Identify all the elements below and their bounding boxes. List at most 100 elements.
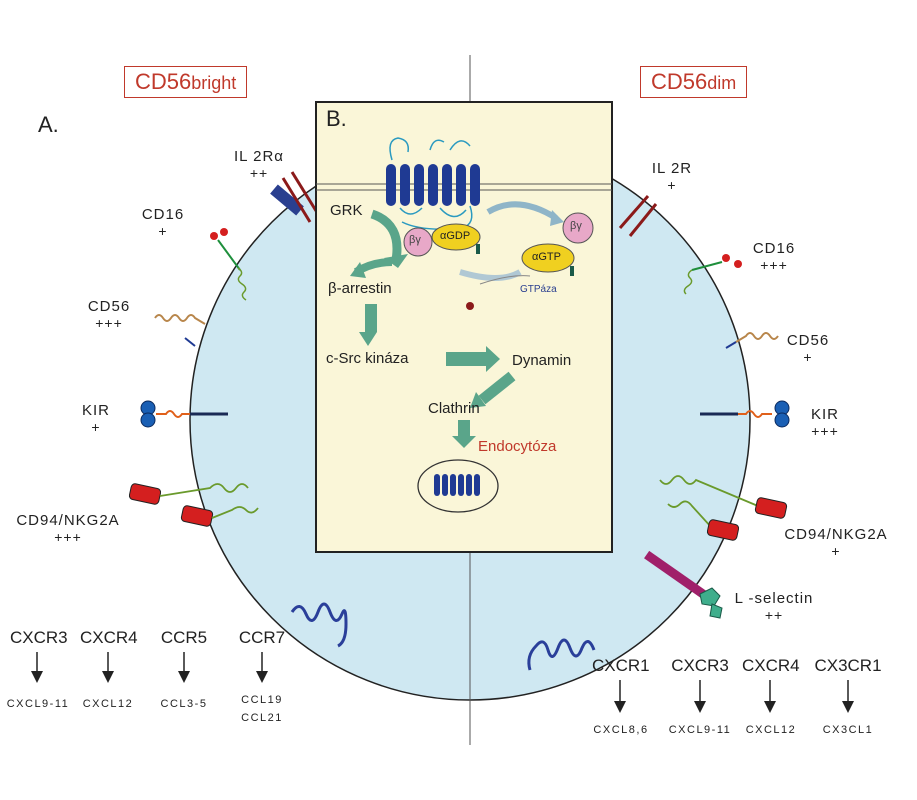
- il2r-alpha-receptor-left: [270, 171, 320, 223]
- cd94-nkg2a-receptor-left: [128, 483, 259, 527]
- chemokine-receptor-right-2: CXCR3: [671, 656, 729, 675]
- cd56-receptor-right: [725, 332, 779, 349]
- marker-cd94-left: CD94/NKG2A +++: [8, 512, 128, 545]
- marker-level: +++: [95, 315, 123, 331]
- marker-name: KIR: [81, 402, 110, 419]
- beta-gamma-subunit: [403, 227, 433, 257]
- label-dynamin: Dynamin: [512, 352, 572, 369]
- chemokine-receptor-right-1: CXCR1: [592, 656, 650, 675]
- label-clathrin: Clathrin: [428, 400, 480, 417]
- chemokine-ligand-left-4b: CCL21: [241, 712, 283, 724]
- label-endocytosis: Endocytóza: [478, 438, 557, 455]
- chemokine-receptor-right-3: CXCR4: [742, 656, 800, 675]
- marker-l-selectin: L -selectin ++: [728, 590, 820, 623]
- cd56-dim-title: CD56dim: [640, 66, 748, 98]
- marker-cd56-right: CD56 +: [776, 332, 840, 365]
- grk-arrow: [370, 209, 402, 261]
- marker-level: ++: [249, 165, 269, 181]
- alpha-gdp-subunit: [431, 223, 481, 251]
- marker-name: CD94/NKG2A: [16, 512, 120, 529]
- marker-name: IL 2Rα: [234, 148, 284, 165]
- marker-cd16-left: CD16 +: [136, 206, 190, 239]
- marker-cd16-right: CD16 +++: [742, 240, 806, 273]
- chemokine-ligand-right-4: CX3CL1: [822, 724, 874, 736]
- marker-name: KIR: [810, 406, 839, 423]
- label-c-src: c-Src kináza: [326, 350, 409, 367]
- cd56-receptor-left: [154, 314, 206, 347]
- label-alpha-gtp: αGTP: [532, 251, 561, 263]
- kir-receptor-left: [140, 400, 228, 428]
- marker-level: +: [158, 223, 168, 239]
- marker-kir-right: KIR +++: [800, 406, 850, 439]
- marker-name: CD56: [87, 298, 131, 315]
- chemokine-ligand-right-1: CXCL8,6: [593, 724, 649, 736]
- marker-level: +: [831, 543, 841, 559]
- chemokine-receptor-left-2: CXCR4: [80, 628, 138, 647]
- label-beta-gamma: βγ: [409, 234, 421, 246]
- right-title-sub: dim: [707, 73, 737, 93]
- cd16-receptor-left: [210, 228, 247, 301]
- marker-cd94-right: CD94/NKG2A +: [772, 526, 900, 559]
- marker-name: CD16: [752, 240, 796, 257]
- cycle-arrow-bottom: [459, 269, 522, 281]
- arrow-arrestin-to-src: [365, 304, 377, 332]
- section-b-label: B.: [326, 106, 347, 131]
- marker-name: CD16: [141, 206, 185, 223]
- marker-level: ++: [764, 607, 784, 623]
- chemokine-ligand-left-1: CXCL9-11: [6, 698, 70, 710]
- chemokine-ligand-left-2: CXCL12: [82, 698, 134, 710]
- chemokine-receptor-left-1: CXCR3: [10, 628, 68, 647]
- marker-level: +++: [811, 423, 839, 439]
- label-gtpaza: GTPáza: [520, 284, 557, 295]
- section-a-label: A.: [38, 112, 59, 137]
- left-title-sub: bright: [191, 73, 237, 93]
- arrow-src-to-dynamin: [446, 352, 486, 366]
- internalized-receptor: [434, 474, 480, 496]
- cd16-receptor-right: [683, 254, 742, 295]
- chemokine-ligand-left-4: CCL19: [241, 694, 283, 706]
- chemokine-arrows-left: [31, 652, 268, 683]
- cycle-arrow-top: [486, 201, 558, 221]
- cd56-bright-title: CD56bright: [124, 66, 248, 98]
- right-title-main: CD56: [651, 69, 708, 94]
- label-beta-gamma-free: βγ: [570, 220, 582, 232]
- marker-il2ra-left: IL 2Rα ++: [224, 148, 294, 181]
- kir-receptor-right: [700, 400, 790, 428]
- chemokine-ligand-right-3: CXCL12: [745, 724, 797, 736]
- chemokine-receptor-left-4: CCR7: [238, 628, 286, 647]
- l-selectin-receptor: [644, 550, 723, 619]
- arrow-clathrin-to-endocytosis: [458, 420, 470, 436]
- alpha-gtp-subunit: [521, 243, 575, 273]
- label-alpha-gdp: αGDP: [440, 230, 471, 242]
- il2r-receptor-right: [618, 195, 658, 237]
- chemokine-ligand-left-3: CCL3-5: [160, 698, 208, 710]
- beta-gamma-subunit-free: [562, 212, 594, 244]
- marker-level: +: [91, 419, 101, 435]
- marker-level: +: [803, 349, 813, 365]
- marker-name: L -selectin: [734, 590, 814, 607]
- marker-level: +++: [54, 529, 82, 545]
- chemokine-receptor-left: [290, 602, 348, 648]
- gpcr-receptor: [386, 137, 480, 230]
- marker-kir-left: KIR +: [76, 402, 116, 435]
- marker-cd56-left: CD56 +++: [82, 298, 136, 331]
- marker-level: +++: [760, 257, 788, 273]
- marker-level: +: [667, 177, 677, 193]
- left-title-main: CD56: [135, 69, 192, 94]
- marker-name: CD94/NKG2A: [784, 526, 888, 543]
- endosome-vesicle: [417, 459, 499, 513]
- label-beta-arrestin: β-arrestin: [328, 280, 392, 297]
- chemokine-ligand-right-2: CXCL9-11: [668, 724, 732, 736]
- chemokine-receptor-right-4: CX3CR1: [814, 656, 882, 675]
- chemokine-receptor-right: [527, 638, 596, 671]
- marker-name: IL 2R: [651, 160, 693, 177]
- cd94-nkg2a-receptor-right: [659, 475, 788, 541]
- arrow-dynamin-to-clathrin: [478, 371, 516, 405]
- marker-il2r-right: IL 2R +: [642, 160, 702, 193]
- chemokine-arrows-right: [614, 680, 854, 713]
- label-grk: GRK: [330, 202, 363, 219]
- chemokine-receptor-left-3: CCR5: [160, 628, 208, 647]
- marker-name: CD56: [786, 332, 830, 349]
